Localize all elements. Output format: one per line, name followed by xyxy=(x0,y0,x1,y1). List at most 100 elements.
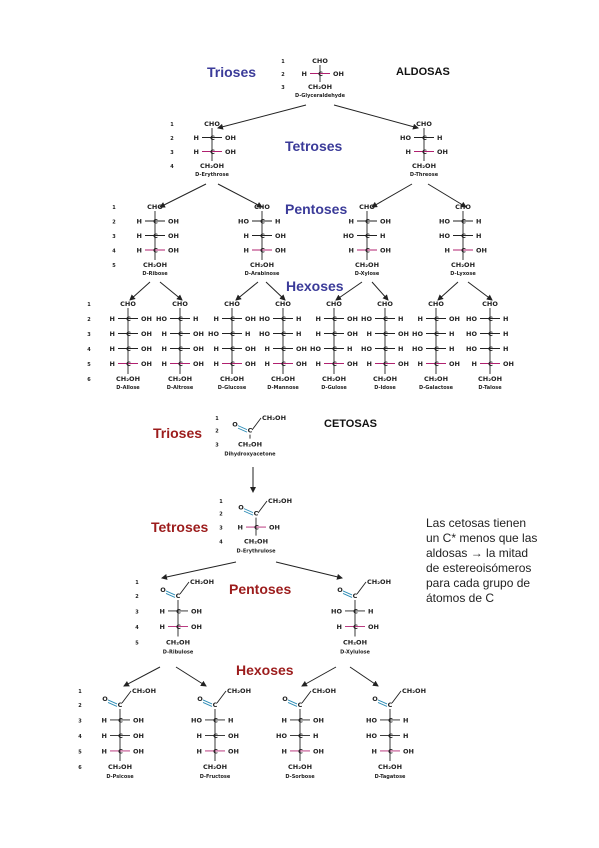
left-substituent: H xyxy=(349,218,354,226)
carbon: C xyxy=(365,218,370,226)
carbon: C xyxy=(118,747,123,755)
carbon: C xyxy=(213,747,218,755)
carbon: C xyxy=(383,315,388,323)
carbon: C xyxy=(126,360,131,368)
carbonyl-oxygen: O xyxy=(232,421,238,429)
carbon-number: 3 xyxy=(219,526,223,532)
right-substituent: H xyxy=(368,607,373,615)
right-substituent: OH xyxy=(313,716,324,724)
left-substituent: H xyxy=(197,747,202,755)
carbon-number: 1 xyxy=(219,499,223,505)
carbon: C xyxy=(281,360,286,368)
right-substituent: OH xyxy=(449,360,460,368)
double-bond xyxy=(287,699,298,705)
carbon-number: 4 xyxy=(87,347,91,353)
ch2oh-group: CH₂OH xyxy=(220,375,244,383)
ch2oh-group: CH₂OH xyxy=(244,538,268,546)
carbon-number: 2 xyxy=(112,220,116,226)
carbon: C xyxy=(383,360,388,368)
left-substituent: HO xyxy=(276,732,287,740)
left-substituent: H xyxy=(102,732,107,740)
left-substituent: HO xyxy=(259,315,270,323)
left-substituent: H xyxy=(194,148,199,156)
carbon: C xyxy=(176,607,181,615)
carbon-number: 2 xyxy=(78,703,82,709)
right-substituent: OH xyxy=(449,315,460,323)
right-substituent: H xyxy=(476,232,481,240)
carbon: C xyxy=(365,232,370,240)
left-substituent: H xyxy=(214,345,219,353)
left-substituent: H xyxy=(110,315,115,323)
left-substituent: HO xyxy=(466,330,477,338)
left-substituent: H xyxy=(110,330,115,338)
ch2oh-top: CH₂OH xyxy=(367,578,391,586)
carbon: C xyxy=(488,360,493,368)
left-substituent: HO xyxy=(331,607,342,615)
right-substituent: OH xyxy=(476,247,487,255)
carbon: C xyxy=(383,330,388,338)
right-substituent: OH xyxy=(141,360,152,368)
carbon: C xyxy=(422,148,427,156)
left-substituent: H xyxy=(137,232,142,240)
note-line: átomos de C xyxy=(426,591,495,605)
ch2oh-group: CH₂OH xyxy=(116,375,140,383)
right-substituent: OH xyxy=(141,330,152,338)
right-substituent: OH xyxy=(296,360,307,368)
ch2oh-top: CH₂OH xyxy=(268,497,292,505)
carbon-number: 1 xyxy=(112,205,116,211)
left-substituent: H xyxy=(238,524,243,532)
right-substituent: OH xyxy=(141,345,152,353)
left-substituent: HO xyxy=(400,134,411,142)
cho-group: CHO xyxy=(147,203,163,211)
sugar-name: D-Galactose xyxy=(419,385,454,391)
carbon: C xyxy=(213,716,218,724)
left-substituent: H xyxy=(367,330,372,338)
carbon: C xyxy=(118,732,123,740)
carbon-number: 2 xyxy=(135,594,139,600)
right-substituent: OH xyxy=(296,345,307,353)
cho-group: CHO xyxy=(275,300,291,308)
carbon-number: 5 xyxy=(87,362,91,368)
note-line: un C* menos que las xyxy=(426,531,538,545)
double-bond xyxy=(342,590,353,596)
ketose-trioses-title: Trioses xyxy=(153,425,202,441)
left-substituent: HO xyxy=(439,218,450,226)
double-bond xyxy=(165,590,176,596)
carbonyl-oxygen: O xyxy=(238,504,244,512)
carbon: C xyxy=(153,218,158,226)
right-substituent: H xyxy=(275,218,280,226)
right-substituent: OH xyxy=(245,360,256,368)
right-substituent: H xyxy=(403,716,408,724)
carbonyl-carbon: C xyxy=(353,592,358,600)
bond xyxy=(121,690,132,704)
double-bond xyxy=(243,510,254,516)
carbon: C xyxy=(422,134,427,142)
right-substituent: H xyxy=(503,315,508,323)
left-substituent: H xyxy=(160,623,165,631)
ch2oh-group: CH₂OH xyxy=(378,763,402,771)
carbon-number: 6 xyxy=(78,765,82,771)
ch2oh-group: CH₂OH xyxy=(168,375,192,383)
left-substituent: H xyxy=(316,330,321,338)
carbon: C xyxy=(230,360,235,368)
right-substituent: OH xyxy=(275,247,286,255)
right-substituent: H xyxy=(228,716,233,724)
double-bond xyxy=(107,699,118,705)
left-substituent: HO xyxy=(466,315,477,323)
left-substituent: H xyxy=(110,345,115,353)
carbon: C xyxy=(298,732,303,740)
left-substituent: H xyxy=(445,247,450,255)
carbon: C xyxy=(332,315,337,323)
cho-group: CHO xyxy=(172,300,188,308)
right-substituent: OH xyxy=(269,524,280,532)
ketose-note: Las cetosas tienen un C* menos que las a… xyxy=(426,516,546,606)
right-substituent: H xyxy=(503,330,508,338)
bond xyxy=(251,417,262,431)
carbon: C xyxy=(260,232,265,240)
right-substituent: OH xyxy=(313,747,324,755)
